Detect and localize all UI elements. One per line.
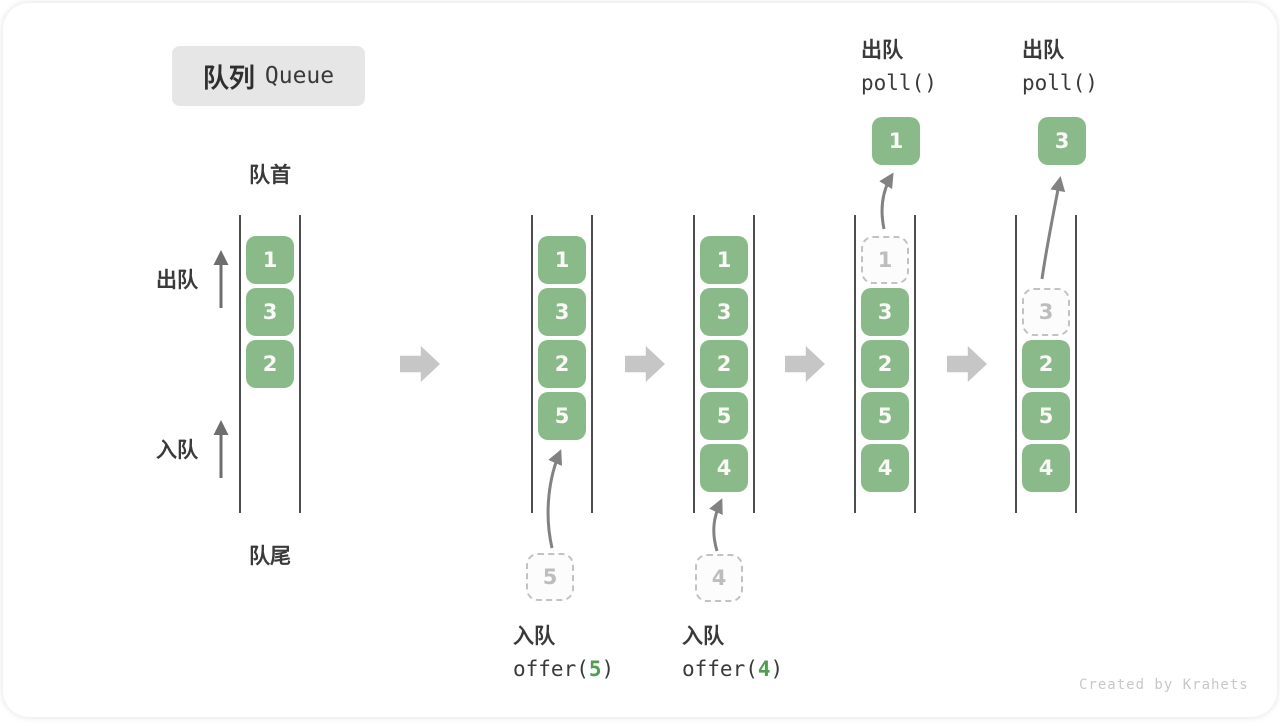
dequeue-1-operation: 出队 poll() xyxy=(861,34,937,95)
title-english: Queue xyxy=(264,63,335,89)
dequeue-direction-label: 出队 xyxy=(156,268,198,292)
queue5-cell: 4 xyxy=(1022,444,1070,492)
enqueue-4-code: offer(4) xyxy=(682,657,784,681)
diagram-canvas: 队列 Queue 队首 队尾 出队 入队 1 3 2 1 3 2 5 5 1 3… xyxy=(3,3,1277,717)
queue-channel-4 xyxy=(854,215,916,513)
queue4-cell: 5 xyxy=(861,392,909,440)
queue4-cell: 4 xyxy=(861,444,909,492)
enqueue-5-code: offer(5) xyxy=(513,657,615,681)
state-transition-arrow-icon xyxy=(785,346,825,382)
queue-rear-label: 队尾 xyxy=(249,544,291,568)
queue2-cell: 5 xyxy=(538,392,586,440)
queue3-cell: 3 xyxy=(700,288,748,336)
queue5-polled-cell: 3 xyxy=(1038,117,1086,165)
state-transition-arrow-icon xyxy=(625,346,665,382)
queue2-cell: 2 xyxy=(538,340,586,388)
queue4-cell: 3 xyxy=(861,288,909,336)
queue1-cell: 1 xyxy=(246,236,294,284)
queue4-polled-cell: 1 xyxy=(872,117,920,165)
queue-channel-2 xyxy=(531,215,593,513)
dequeue-2-label: 出队 xyxy=(1022,38,1064,62)
dequeue-1-code: poll() xyxy=(861,71,937,95)
title-box: 队列 Queue xyxy=(172,46,365,106)
enqueue-4-label: 入队 xyxy=(682,624,724,648)
title-chinese: 队列 xyxy=(202,63,255,94)
queue3-cell: 5 xyxy=(700,392,748,440)
queue2-cell: 1 xyxy=(538,236,586,284)
queue4-cell: 2 xyxy=(861,340,909,388)
enqueue-4-operation: 入队 offer(4) xyxy=(682,620,783,681)
enqueue-5-operation: 入队 offer(5) xyxy=(513,620,614,681)
dequeue-1-label: 出队 xyxy=(861,38,903,62)
queue3-cell: 2 xyxy=(700,340,748,388)
queue-channel-5 xyxy=(1015,215,1077,513)
state-transition-arrow-icon xyxy=(947,346,987,382)
queue3-cell: 1 xyxy=(700,236,748,284)
queue2-cell: 3 xyxy=(538,288,586,336)
queue1-cell: 3 xyxy=(246,288,294,336)
queue1-cell: 2 xyxy=(246,340,294,388)
queue-front-label: 队首 xyxy=(249,163,291,187)
enqueue-4-arg: 4 xyxy=(757,657,771,681)
queue3-incoming-cell: 4 xyxy=(695,554,743,602)
queue5-ghost-cell: 3 xyxy=(1022,288,1070,336)
queue-channel-1 xyxy=(239,215,301,513)
enqueue-direction-label: 入队 xyxy=(156,438,198,462)
enqueue-5-label: 入队 xyxy=(513,624,555,648)
dequeue-2-code: poll() xyxy=(1022,71,1098,95)
state-transition-arrow-icon xyxy=(400,346,440,382)
dequeue-2-operation: 出队 poll() xyxy=(1022,34,1098,95)
watermark: Created by Krahets xyxy=(1079,677,1249,693)
enqueue-5-arg: 5 xyxy=(588,657,602,681)
queue3-cell: 4 xyxy=(700,444,748,492)
queue5-cell: 2 xyxy=(1022,340,1070,388)
queue-channel-3 xyxy=(693,215,755,513)
queue2-incoming-cell: 5 xyxy=(526,553,574,601)
queue4-ghost-cell: 1 xyxy=(861,236,909,284)
queue5-cell: 5 xyxy=(1022,392,1070,440)
